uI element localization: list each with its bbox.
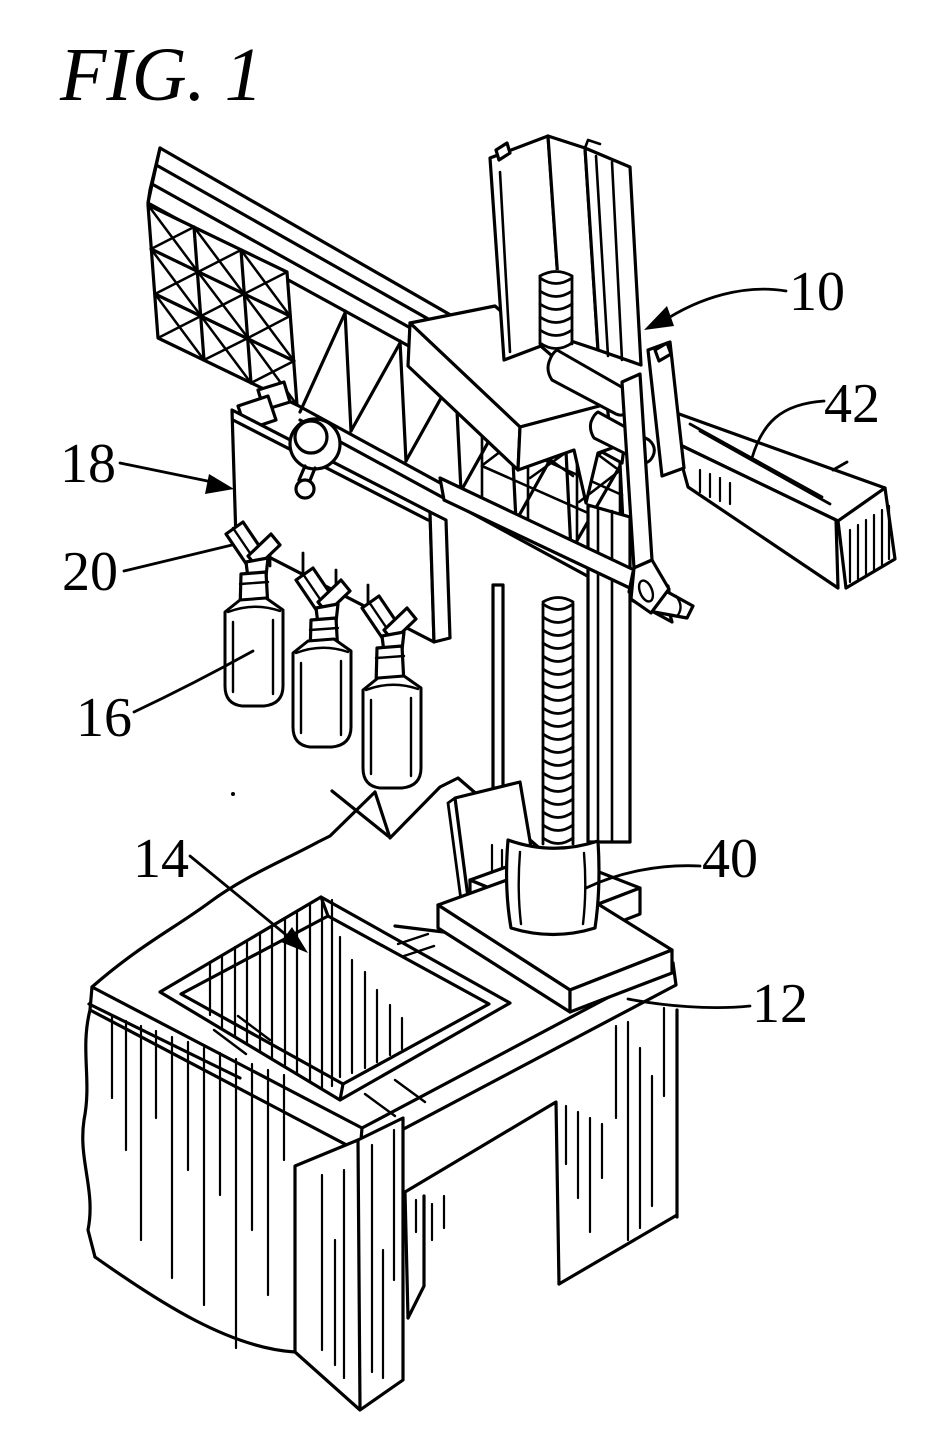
slab-top-tab bbox=[494, 141, 512, 162]
bottle-3 bbox=[361, 674, 423, 790]
lead-screw bbox=[541, 596, 575, 846]
ref-label-20: 20 bbox=[62, 541, 118, 603]
ref-label-10: 10 bbox=[789, 261, 845, 323]
leader-20 bbox=[122, 543, 234, 573]
ref-label-12: 12 bbox=[752, 973, 808, 1035]
screw-top-coil bbox=[538, 270, 574, 350]
bottle-2 bbox=[291, 637, 353, 749]
front-leg bbox=[293, 1116, 405, 1412]
left-panel-hatching bbox=[110, 1014, 286, 1350]
table-opening bbox=[403, 1100, 561, 1286]
leader-18 bbox=[118, 461, 224, 486]
leader-10 bbox=[660, 287, 788, 324]
rail-front-hatching bbox=[698, 468, 732, 506]
column-left-bar bbox=[491, 583, 505, 790]
rail bbox=[666, 408, 897, 590]
head-knob-stem-ball bbox=[294, 478, 316, 500]
nozzle-gripper-3 bbox=[360, 594, 418, 688]
leader-42 bbox=[750, 399, 826, 460]
arrowhead-10 bbox=[644, 306, 674, 330]
bottle-1 bbox=[223, 596, 285, 708]
figure-title: FIG. 1 bbox=[59, 33, 263, 117]
base-assembly bbox=[436, 780, 674, 1014]
opening-hatching bbox=[414, 1194, 446, 1242]
ref-label-42: 42 bbox=[824, 373, 880, 435]
leader-40 bbox=[584, 864, 702, 890]
head-plate-flange bbox=[428, 510, 452, 644]
truss-diagonals bbox=[298, 311, 622, 553]
leader-14 bbox=[188, 854, 298, 945]
leader-16 bbox=[132, 649, 255, 714]
bottles bbox=[223, 596, 423, 790]
rail-bracket bbox=[620, 340, 686, 615]
tank-hatching bbox=[208, 898, 404, 1090]
lattice-diagonals bbox=[146, 203, 299, 407]
right-panel-hatching bbox=[564, 1006, 666, 1242]
print-speck bbox=[231, 792, 235, 796]
arrowhead-18 bbox=[205, 474, 234, 494]
annotations: FIG. 1 10 42 18 20 16 14 40 12 bbox=[59, 33, 880, 1035]
nut-cylinder bbox=[504, 838, 601, 937]
ref-label-14: 14 bbox=[133, 828, 189, 890]
tabletop-ticks bbox=[212, 932, 436, 1118]
nozzle-gripper-1 bbox=[224, 520, 282, 612]
arrowhead-14 bbox=[281, 927, 308, 953]
ref-label-40: 40 bbox=[702, 828, 758, 890]
rail-end-hatching bbox=[848, 504, 891, 584]
ref-label-18: 18 bbox=[60, 433, 116, 495]
front-leg-hatching bbox=[320, 1128, 396, 1380]
leader-12 bbox=[626, 997, 752, 1009]
ref-label-16: 16 bbox=[76, 687, 132, 749]
